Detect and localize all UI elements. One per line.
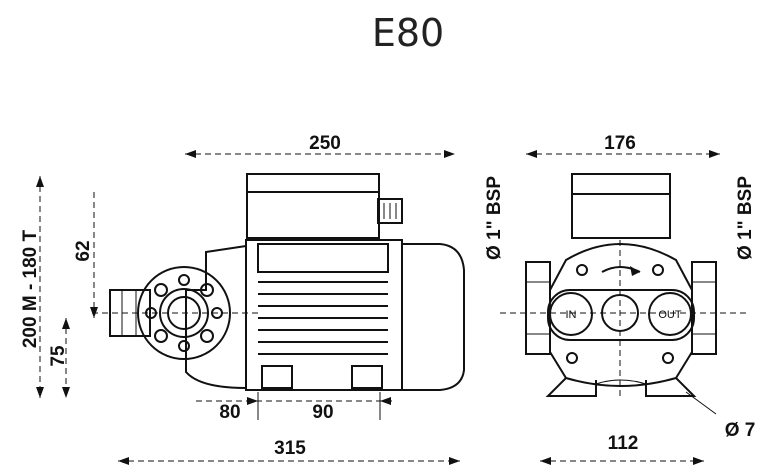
dim-line-flange-height	[90, 192, 98, 318]
dim-base-length: 315	[274, 438, 306, 459]
drawing-title: E80	[372, 11, 444, 55]
side-feet	[545, 377, 697, 397]
fan-cover	[401, 243, 465, 391]
outlet-circle	[648, 292, 692, 336]
port-body	[547, 289, 695, 341]
dim-hole-diameter: Ø 7	[725, 420, 756, 441]
motor-body	[245, 239, 403, 391]
dim-line-base-length	[118, 457, 460, 465]
dim-foot-offset: 80	[219, 402, 240, 423]
front-view: 250	[20, 133, 465, 465]
dim-line-base-width	[540, 457, 704, 465]
rotation-arrow-head	[630, 266, 640, 276]
terminal-box-side	[571, 173, 671, 239]
dim-line-overall-length	[185, 150, 455, 158]
dim-foot-spacing: 90	[312, 402, 333, 423]
dim-flange-height: 62	[73, 240, 94, 261]
dim-line-feet	[196, 392, 396, 420]
dim-shaft-height: 75	[48, 345, 69, 367]
motor-outline-side	[549, 243, 693, 387]
dim-overall-length: 250	[309, 133, 341, 154]
dim-line-overall-width	[526, 150, 720, 158]
side-bolts	[566, 264, 674, 364]
side-ports	[525, 261, 717, 355]
hole-leader	[685, 391, 717, 415]
pump-flange	[137, 266, 231, 360]
inlet-label: IN	[566, 309, 577, 321]
side-view: 176 IN OUT	[484, 133, 756, 465]
dim-line-shaft-height	[62, 318, 70, 398]
dim-motor-size: 200 M - 180 T	[20, 229, 41, 348]
inlet-thread-label: Ø 1" BSP	[484, 176, 505, 260]
outlet-label: OUT	[658, 309, 682, 321]
dim-overall-width: 176	[604, 133, 636, 154]
terminal-box	[246, 173, 403, 239]
outlet-thread-label: Ø 1" BSP	[735, 176, 756, 260]
dim-line-motor-size	[36, 176, 44, 398]
inlet-circle	[549, 292, 593, 336]
dim-base-width: 112	[608, 433, 639, 454]
